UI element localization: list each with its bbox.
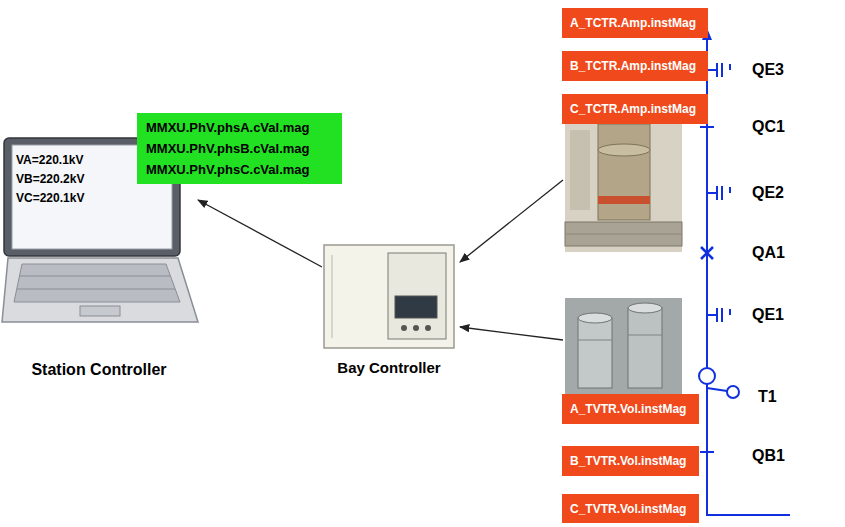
node-text: VB=220.2kV (16, 169, 84, 189)
node-text: C_TVTR.Vol.instMag (570, 494, 691, 524)
node-text: C_TCTR.Amp.instMag (570, 94, 700, 124)
data-attribute-box: B_TCTR.Amp.instMag (562, 51, 708, 81)
device-label: QC1 (752, 117, 785, 137)
device-label: QB1 (752, 446, 785, 466)
node-text: VC=220.1kV (16, 188, 84, 208)
device-label: QE1 (752, 305, 784, 325)
node-text: B_TVTR.Vol.instMag (570, 446, 691, 476)
logical-node-box: MMXU.PhV.phsA.cVal.magMMXU.PhV.phsB.cVal… (137, 113, 342, 184)
node-text: Station Controller (0, 360, 198, 380)
bay-controller-figure (324, 245, 454, 348)
data-arrow (198, 200, 322, 267)
data-attribute-box: C_TCTR.Amp.instMag (562, 94, 708, 124)
single-line-diagram (699, 28, 790, 515)
voltage-transformer-photo (565, 298, 682, 394)
data-attribute-box: A_TVTR.Vol.instMag (562, 394, 699, 424)
data-arrow (460, 180, 563, 262)
node-text: MMXU.PhV.phsB.cVal.mag (146, 138, 333, 159)
node-text: VA=220.1kV (16, 150, 84, 170)
data-attribute-box: B_TVTR.Vol.instMag (562, 446, 699, 476)
device-label: QE2 (752, 183, 784, 203)
bay-controller: Bay Controller (322, 245, 456, 348)
node-text: B_TCTR.Amp.instMag (570, 51, 700, 81)
device-label: QA1 (752, 243, 785, 263)
data-arrow (460, 327, 563, 340)
data-attribute-box: A_TCTR.Amp.instMag (562, 8, 708, 38)
node-text: MMXU.PhV.phsA.cVal.mag (146, 117, 333, 138)
device-label: QE3 (752, 60, 784, 80)
current-transformer-photo (565, 124, 682, 252)
node-text: Bay Controller (312, 358, 466, 378)
node-text: A_TCTR.Amp.instMag (570, 8, 700, 38)
node-text: A_TVTR.Vol.instMag (570, 394, 691, 424)
data-attribute-box: C_TVTR.Vol.instMag (562, 494, 699, 523)
node-text: MMXU.PhV.phsC.cVal.mag (146, 159, 333, 180)
device-label: T1 (758, 387, 777, 407)
